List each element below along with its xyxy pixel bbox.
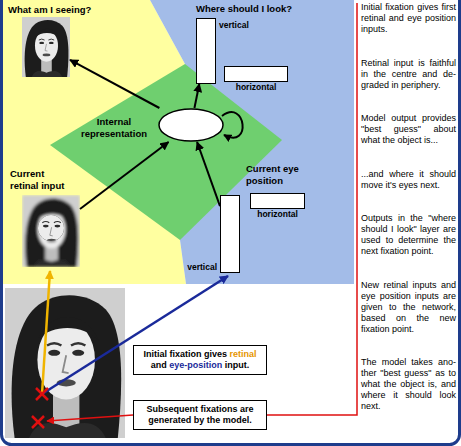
text-run: Initial fixation gives (143, 349, 229, 359)
sharp-face (22, 195, 80, 267)
x-stroke (36, 388, 48, 400)
horizontal-eye-bar: horizontal (250, 193, 305, 209)
output-image: What am I seeing? (22, 17, 70, 77)
ellipse-shape (159, 109, 223, 141)
note-text: Outputs in the "where should I look" lay… (361, 213, 456, 257)
text-run: vertical (219, 20, 249, 30)
fixation-arrow (47, 415, 133, 421)
retinal-image: Current retinal input (22, 195, 80, 267)
caption-text: Subsequent fixations are generated by th… (138, 404, 262, 426)
note-text: Retinal input is faithful in the centre … (361, 58, 456, 91)
internal-region (50, 64, 282, 240)
fixation-mark (36, 388, 48, 400)
ellipse-outline (158, 108, 224, 142)
fixation-mark (32, 416, 44, 428)
text-run: What am I seeing? (8, 4, 91, 15)
note-text: Initial fixation gives first retinal and… (361, 2, 456, 35)
signal-arrow (70, 60, 159, 108)
section-heading: Where should I look? (196, 3, 292, 15)
signal-arrow (197, 142, 220, 206)
vertical-output-bar: vertical (196, 18, 216, 84)
highlight-word: retinal (230, 349, 257, 359)
x-stroke (32, 416, 44, 428)
text-run: Current retinal input (10, 168, 64, 191)
node-label: Internal representation (74, 116, 154, 139)
node-label: vertical (187, 262, 217, 272)
retinal-face (22, 195, 80, 267)
recurrent-loop (222, 112, 243, 138)
text-run: and (151, 360, 170, 370)
node-label: vertical (219, 20, 249, 30)
highlight-word: eye-position (169, 360, 222, 370)
caption-box: Subsequent fixations are generated by th… (133, 400, 267, 430)
node-label: Current retinal input (10, 168, 70, 191)
eye-position-arrow (42, 276, 228, 394)
node-label: What am I seeing? (8, 4, 91, 16)
text-run: horizontal (257, 209, 298, 219)
node-label: horizontal (241, 209, 314, 219)
output-face (22, 17, 70, 77)
blurred-face (22, 195, 80, 267)
notes-column: Initial fixation gives first retinal and… (361, 2, 456, 412)
caption-box: Initial fixation gives retinal and eye-p… (133, 345, 267, 375)
note-text: ...and where it should move it's eyes ne… (361, 169, 456, 191)
note-text: New retinal inputs and eye position inpu… (361, 280, 456, 335)
node-label: horizontal (215, 82, 297, 92)
text-run: Subsequent fixations are generated by th… (146, 404, 253, 425)
internal-ellipse: Internal representation (158, 108, 224, 142)
x-stroke (36, 388, 48, 400)
vertical-eye-bar: vertical (220, 195, 240, 273)
text-run: Internal representation (81, 116, 147, 139)
text-run: horizontal (236, 82, 277, 92)
fovea (22, 195, 80, 267)
note-text: Model output provides "best guess" about… (361, 113, 456, 146)
x-stroke (32, 416, 44, 428)
note-text: The model takes ano-ther "best guess" as… (361, 357, 456, 412)
retinal-arrow (42, 271, 50, 394)
text-run: vertical (187, 262, 217, 272)
signal-arrow (194, 84, 199, 108)
input-photo (5, 288, 125, 438)
horizontal-output-bar: horizontal (224, 66, 288, 82)
signal-arrow (80, 142, 169, 209)
section-heading: Current eye position (246, 163, 304, 186)
caption-text: Initial fixation gives retinal and eye-p… (138, 349, 262, 371)
text-run: input. (222, 360, 249, 370)
